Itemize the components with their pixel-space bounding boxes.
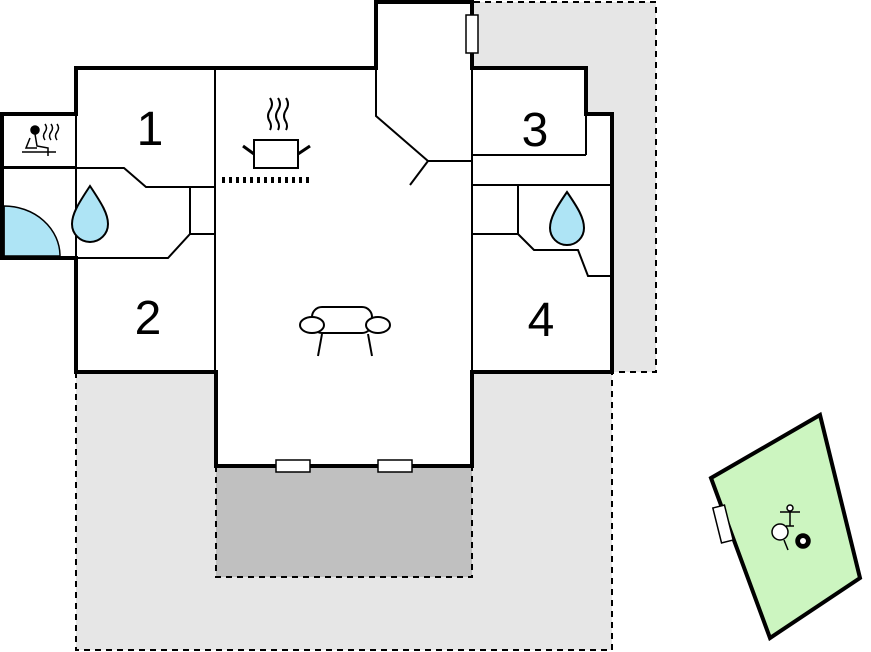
room-label-4: 4: [528, 294, 555, 347]
annex-building: [708, 411, 863, 642]
window-south-left: [275, 459, 311, 473]
window-north: [465, 14, 479, 54]
cooking-pot-icon: [222, 97, 311, 183]
water-drop-icon: [548, 190, 586, 246]
sofa-icon: [299, 306, 391, 357]
house-floor: [2, 2, 612, 466]
window-south-right: [377, 459, 413, 473]
table-tennis-billiards-icon: [771, 504, 811, 551]
shower: [3, 205, 61, 257]
room-label-1: 1: [137, 103, 164, 156]
covered-terrace: [215, 466, 473, 578]
room-label-2: 2: [135, 292, 162, 345]
room-label-3: 3: [522, 104, 549, 157]
sauna-icon: [22, 123, 60, 156]
water-drop-icon: [70, 184, 110, 243]
interior-walls: [2, 68, 610, 372]
